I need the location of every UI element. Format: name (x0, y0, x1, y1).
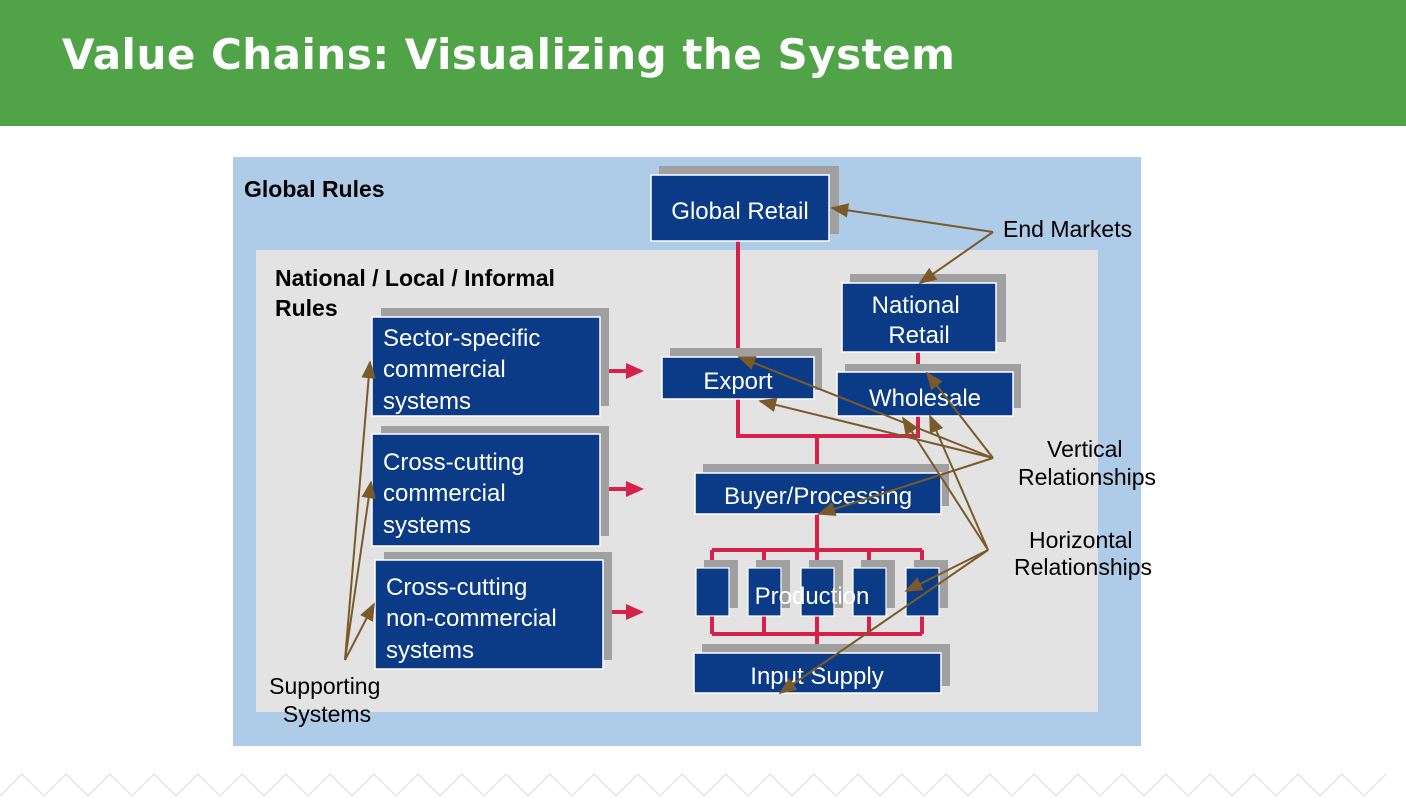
global-rules-label: Global Rules (244, 176, 385, 202)
national-retail-box: National Retail (841, 274, 1006, 353)
export-box: Export (661, 348, 822, 400)
svg-text:Cross-cutting commercial: Cross-cutting commercial systems (383, 449, 531, 539)
input-supply-box: Input Supply (693, 644, 950, 694)
buyer-processing-box: Buyer/Processing (694, 464, 949, 515)
decorative-zigzag-border (0, 772, 1387, 798)
wholesale-box: Wholesale (836, 364, 1021, 417)
national-rules-label: National / Local / Informal Rules (275, 265, 559, 321)
global-retail-box: Global Retail (650, 166, 839, 242)
production-boxes: Production (695, 560, 948, 617)
production-label: Production (755, 583, 870, 610)
support-arrows (600, 363, 644, 620)
end-markets-label: End Markets (1003, 216, 1132, 242)
cross-cutting-noncommercial-box: Cross-cutting non-commercial systems (374, 552, 612, 670)
vertical-relationships-label: Vertical Relationships (1018, 436, 1156, 490)
svg-text:Global Retail: Global Retail (671, 198, 808, 225)
supporting-systems-label: Supporting Systems (269, 673, 385, 727)
svg-text:National Retail: National Retail (872, 292, 967, 349)
svg-text:Wholesale: Wholesale (869, 385, 981, 412)
svg-text:Cross-cutting non-commer: Cross-cutting non-commercial systems (386, 574, 563, 664)
slide-title: Value Chains: Visualizing the System (62, 30, 956, 79)
sector-specific-box: Sector-specific commercial systems (371, 308, 609, 417)
svg-text:Export: Export (703, 368, 773, 395)
svg-text:Buyer/Processing: Buyer/Processing (724, 483, 912, 510)
cross-cutting-commercial-box: Cross-cutting commercial systems (371, 426, 609, 547)
header-bar: Value Chains: Visualizing the System (0, 0, 1406, 126)
svg-text:Sector-specific commerci: Sector-specific commercial systems (383, 325, 547, 415)
annotation-arrows (344, 203, 994, 695)
horizontal-relationships-label: Horizontal Relationships (1014, 527, 1152, 580)
